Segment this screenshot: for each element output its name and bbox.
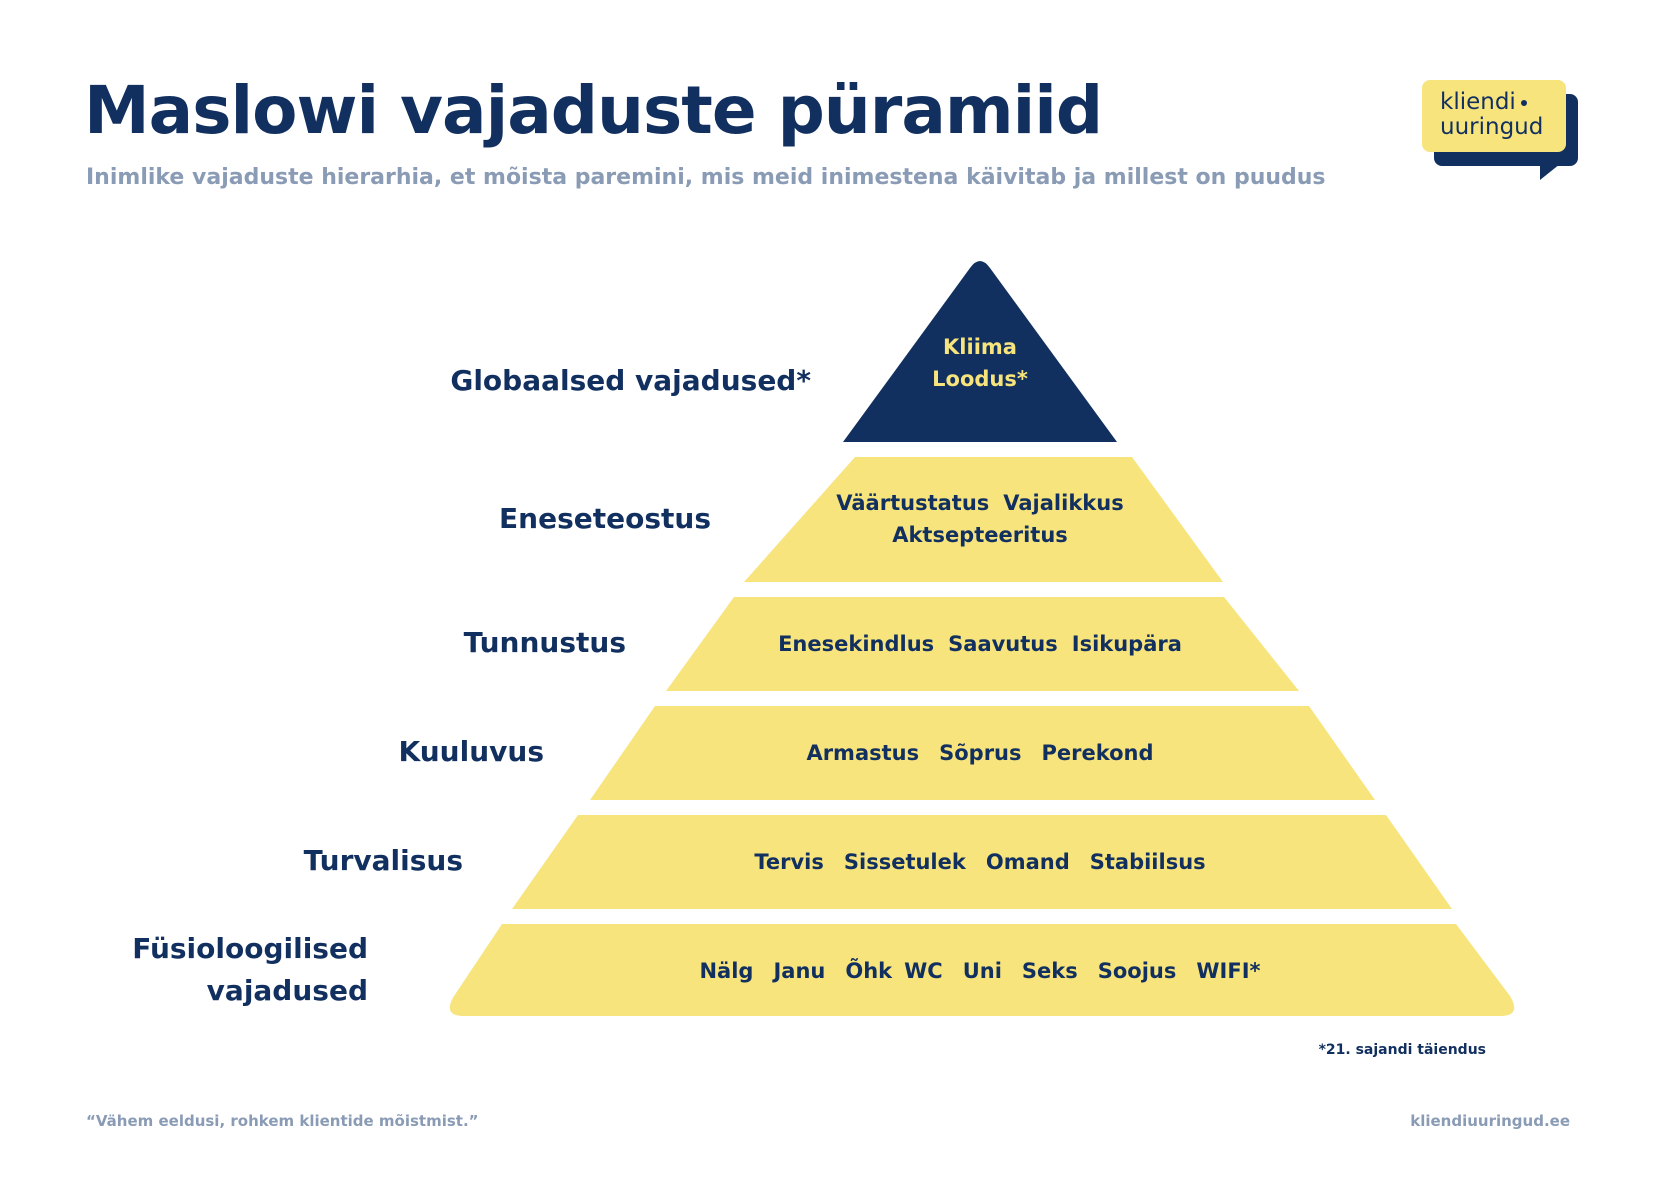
level-item-tervis: Tervis [754, 850, 824, 874]
level-item-uni: Uni [963, 959, 1002, 983]
level-item-vaartustatus: Väärtustatus [836, 491, 989, 515]
brand-logo: kliendi uuringud [1422, 80, 1582, 182]
level-item-enesekindlus: Enesekindlus [778, 632, 934, 656]
pyramid-level-kuuluvus [590, 706, 1375, 800]
level-items-eneseteostus-line1: Väärtustatus Vajalikkus [836, 491, 1123, 515]
level-item-sissetulek: Sissetulek [844, 850, 967, 874]
level-items-tunnustus: Enesekindlus Saavutus Isikupära [778, 632, 1182, 656]
level-items-turvalisus: Tervis Sissetulek Omand Stabiilsus [754, 850, 1205, 874]
pyramid-level-turvalisus [512, 815, 1452, 909]
footer-quote: “Vähem eeldusi, rohkem klientide mõistmi… [86, 1112, 479, 1130]
level-item-janu: Janu [771, 959, 825, 983]
level-item-saavutus: Saavutus [948, 632, 1058, 656]
page-subtitle: Inimlike vajaduste hierarhia, et mõista … [86, 165, 1326, 190]
level-label-fusioloogilised: Füsioloogilised vajadused [132, 928, 368, 1012]
level-item-aktsepteeritus: Aktsepteeritus [892, 523, 1068, 547]
level-item-stabiilsus: Stabiilsus [1090, 850, 1206, 874]
logo-speech-tail [1540, 164, 1560, 180]
level-item-loodus: Loodus* [932, 367, 1028, 391]
level-label-globaalsed: Globaalsed vajadused* [450, 364, 811, 397]
level-label-eneseteostus: Eneseteostus [499, 502, 711, 535]
level-item-seks: Seks [1022, 959, 1078, 983]
level-label-turvalisus: Turvalisus [303, 844, 463, 877]
page-title: Maslowi vajaduste püramiid [84, 72, 1103, 149]
level-item-nalg: Nälg [699, 959, 753, 983]
logo-dot [1520, 99, 1527, 106]
pyramid-level-global [843, 261, 1117, 442]
level-items-fusioloogilised: Nälg Janu Õhk WC Uni Seks Soojus WIFI* [699, 958, 1260, 983]
level-item-soojus: Soojus [1098, 959, 1177, 983]
pyramid-level-eneseteostus [744, 457, 1223, 582]
logo-speech-bubble: kliendi uuringud [1422, 80, 1566, 152]
level-item-wifi: WIFI* [1196, 959, 1260, 983]
level-label-fusioloogilised-line2: vajadused [206, 974, 368, 1007]
level-items-kuuluvus: Armastus Sõprus Perekond [806, 741, 1153, 765]
pyramid-level-fusioloogilised [449, 924, 1515, 1016]
logo-line-2: uuringud [1440, 114, 1544, 140]
footnote: *21. sajandi täiendus [1318, 1042, 1486, 1058]
level-item-wc: WC [904, 959, 943, 983]
level-label-tunnustus: Tunnustus [463, 626, 626, 659]
level-item-vajalikkus: Vajalikkus [1003, 491, 1123, 515]
level-label-kuuluvus: Kuuluvus [398, 735, 544, 768]
level-item-soprus: Sõprus [939, 741, 1021, 765]
pyramid-level-tunnustus [666, 597, 1299, 691]
level-item-armastus: Armastus [806, 741, 919, 765]
logo-text-kliendi: kliendi [1440, 89, 1516, 115]
level-label-fusioloogilised-line1: Füsioloogilised [132, 932, 368, 965]
level-item-perekond: Perekond [1042, 741, 1154, 765]
footer-site: kliendiuuringud.ee [1410, 1112, 1570, 1130]
level-item-kliima: Kliima [943, 335, 1017, 359]
logo-line-1: kliendi [1440, 90, 1566, 115]
level-item-ohk: Õhk [845, 958, 893, 983]
level-item-omand: Omand [986, 850, 1070, 874]
level-item-isikupara: Isikupära [1072, 632, 1182, 656]
